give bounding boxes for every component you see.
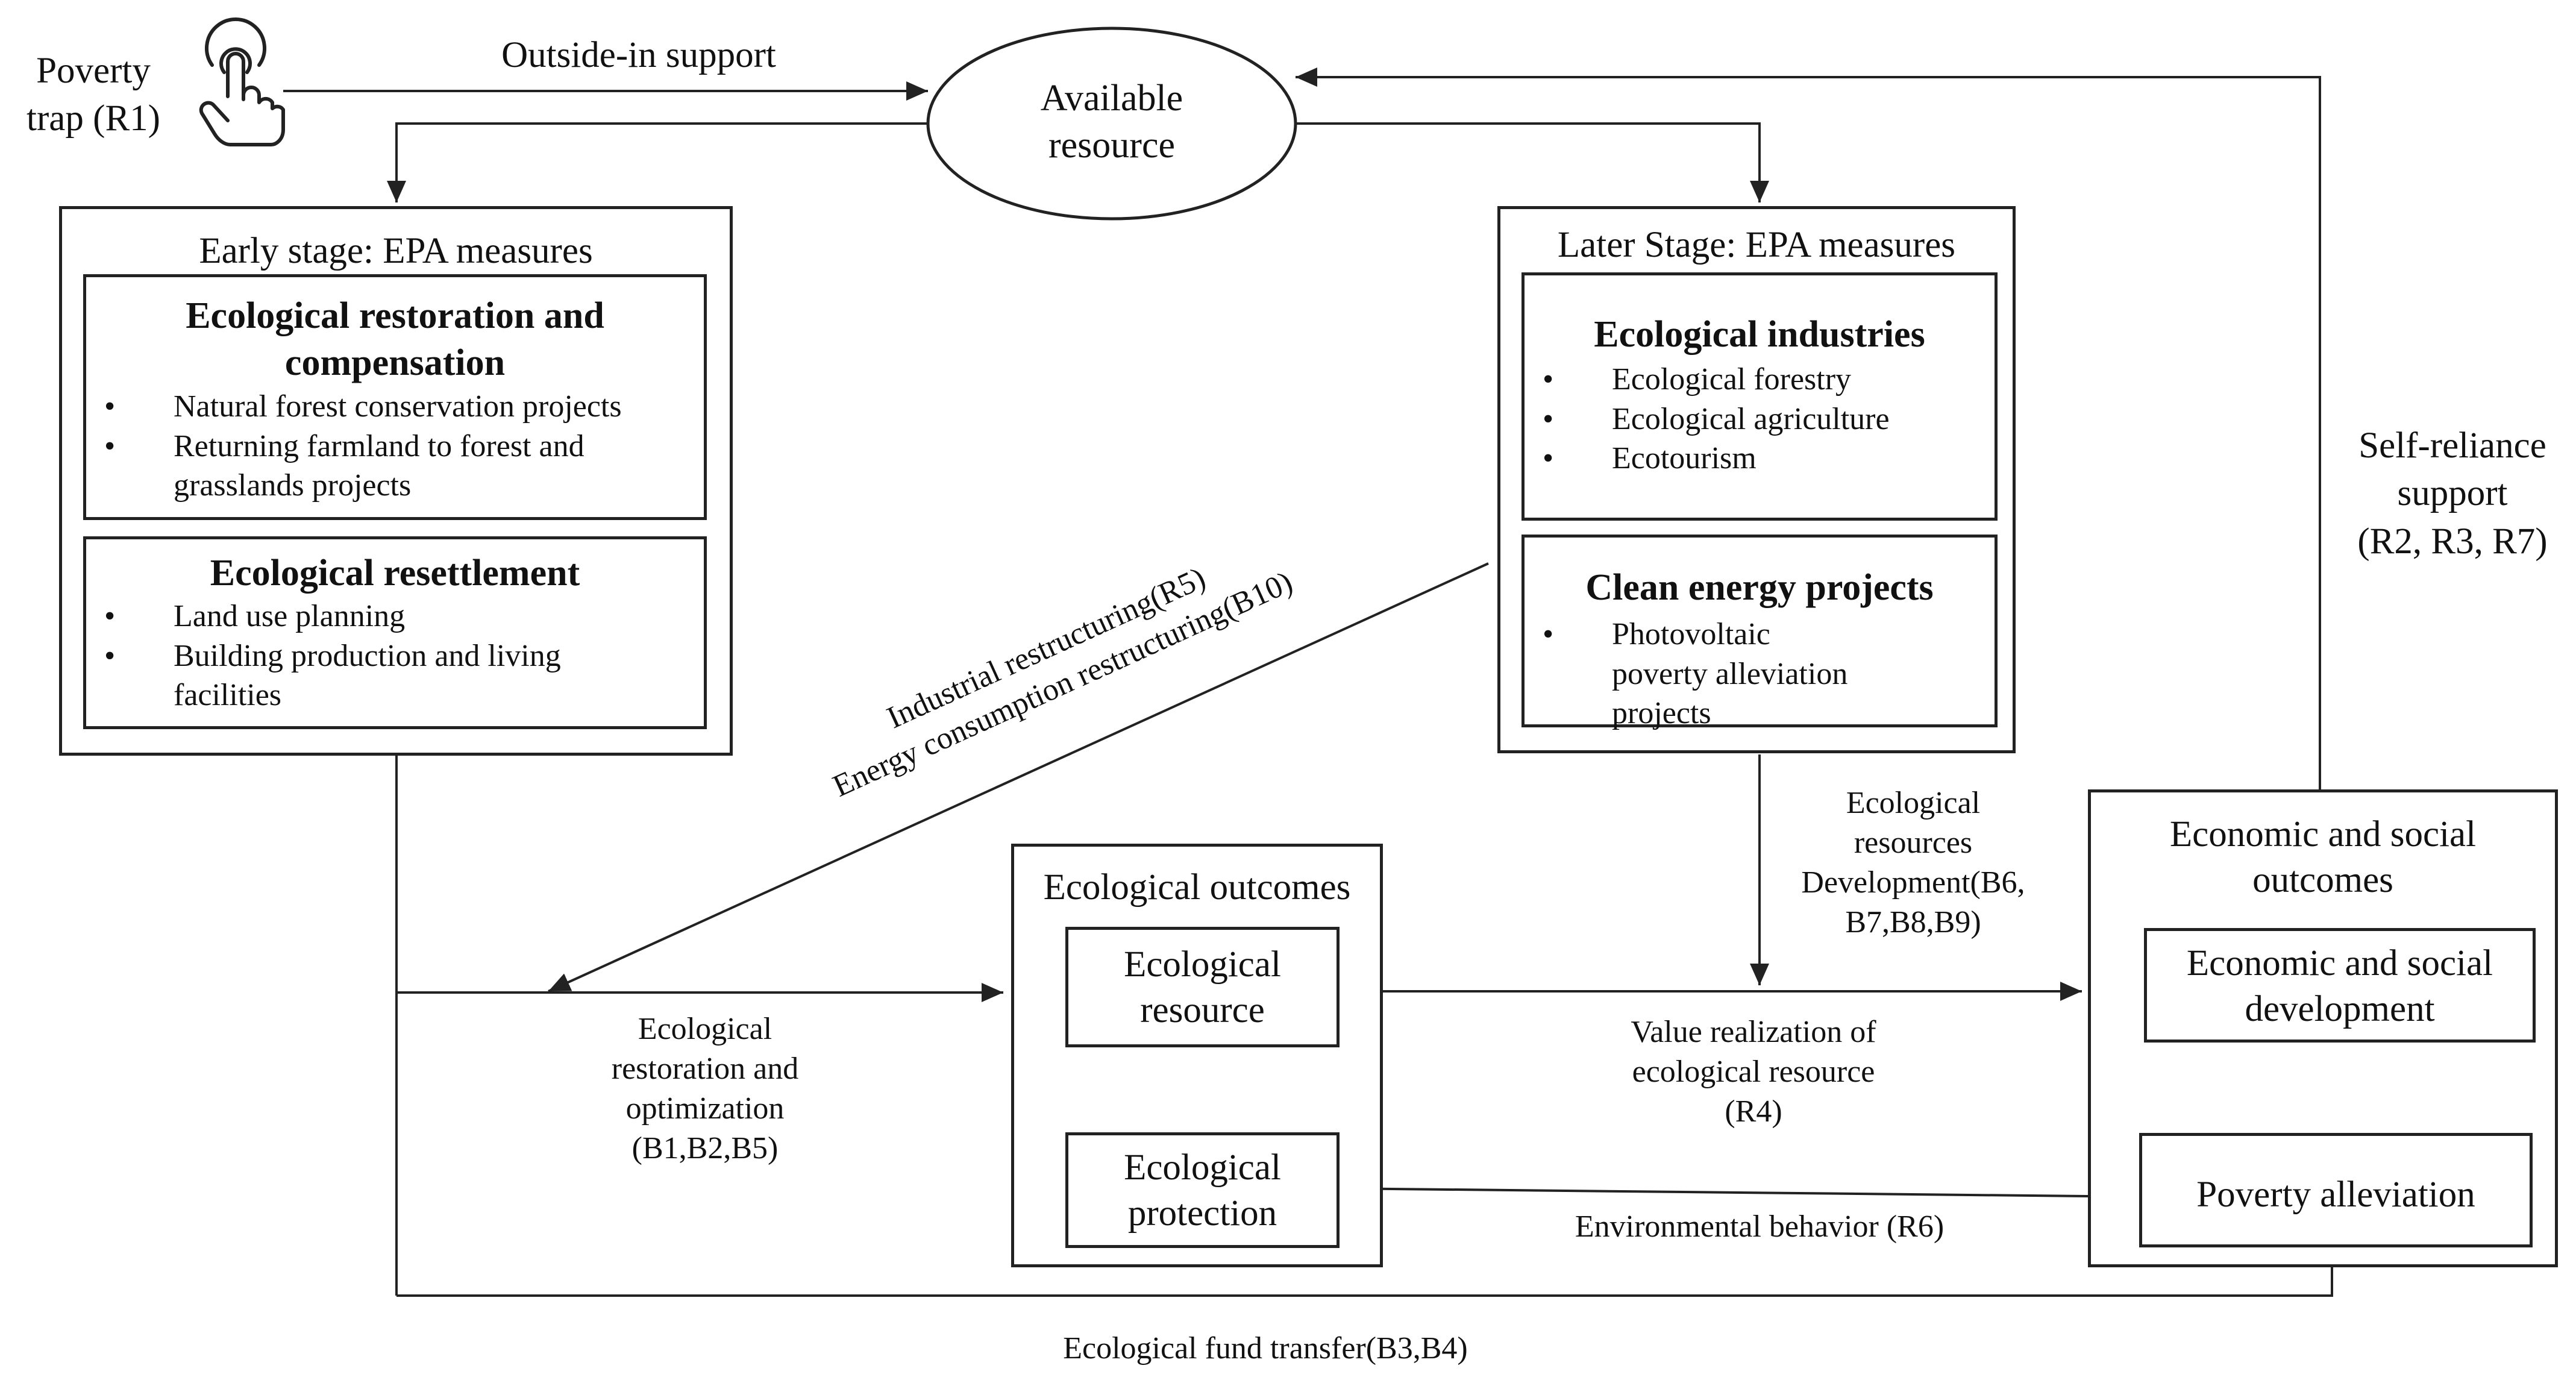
self-reliance-line3: (R2, R3, R7): [2357, 521, 2548, 562]
economic-outcomes-line2: outcomes: [2252, 860, 2393, 901]
economic-development-line1: Economic and social: [2186, 943, 2493, 983]
economic-outcomes-title: Economic and social outcomes: [2091, 812, 2555, 904]
available-resource-line2: resource: [1048, 124, 1175, 166]
poverty-trap-line2: trap (R1): [27, 98, 160, 139]
restoration-title-line1: Ecological restoration and: [186, 295, 604, 336]
ecological-protection-text: Ecological protection: [1068, 1145, 1337, 1237]
ecological-outcomes-box: Ecological outcomes Ecological resource …: [1011, 844, 1383, 1267]
later-stage-title: Later Stage: EPA measures: [1557, 225, 1956, 265]
restoration-optimization-label: Ecological restoration and optimization …: [554, 1009, 856, 1168]
environmental-behavior-arrow: [1334, 1179, 2089, 1199]
ecological-protection-line2: protection: [1127, 1193, 1277, 1234]
early-stage-box: Early stage: EPA measures Ecological res…: [59, 206, 733, 756]
clean-energy-box: Clean energy projects Photovoltaic pover…: [1521, 535, 1998, 730]
clean-energy-item: Photovoltaic poverty alleviation project…: [1525, 615, 1862, 733]
self-reliance-line1: Self-reliance: [2358, 425, 2546, 466]
resettlement-title: Ecological resettlement: [210, 553, 580, 594]
value-realization-line2: ecological resource: [1632, 1055, 1875, 1090]
poverty-trap-line1: Poverty: [36, 51, 151, 91]
restoration-title: Ecological restoration and compensation: [86, 293, 704, 386]
self-reliance-line2: support: [2397, 473, 2508, 514]
economic-outcomes-box: Economic and social outcomes Economic an…: [2088, 789, 2558, 1267]
resettlement-list: Land use planning Building production an…: [86, 597, 695, 715]
poverty-alleviation-box: Poverty alleviation: [2139, 1133, 2533, 1247]
economic-outcomes-line1: Economic and social: [2169, 814, 2477, 855]
restoration-optimization-line4: (B1,B2,B5): [631, 1131, 779, 1166]
self-reliance-support-label: Self-reliance support (R2, R3, R7): [2338, 422, 2567, 565]
resource-development-line4: B7,B8,B9): [1845, 905, 1981, 940]
ecological-protection-line1: Ecological: [1124, 1147, 1281, 1188]
poverty-trap-label: Poverty trap (R1): [12, 47, 175, 143]
ecological-resource-line2: resource: [1140, 990, 1265, 1031]
available-resource-line1: Available: [1040, 78, 1183, 119]
available-resource-label: Available resource: [952, 75, 1271, 169]
value-realization-line1: Value realization of: [1631, 1015, 1876, 1049]
ecological-protection-box: Ecological protection: [1065, 1132, 1340, 1248]
clean-energy-list: Photovoltaic poverty alleviation project…: [1525, 615, 1862, 733]
resource-development-line3: Development(B6,: [1801, 865, 2025, 900]
ecological-industries-box: Ecological industries Ecological forestr…: [1521, 272, 1998, 521]
resettlement-box: Ecological resettlement Land use plannin…: [83, 536, 707, 729]
restoration-item: Returning farmland to forest and grassla…: [86, 427, 695, 506]
later-stage-box: Later Stage: EPA measures Ecological ind…: [1497, 206, 2016, 753]
ecological-outcomes-title: Ecological outcomes: [1043, 867, 1351, 908]
ecological-resource-box: Ecological resource: [1065, 927, 1340, 1047]
industries-list: Ecological forestry Ecological agricultu…: [1525, 360, 1995, 478]
restoration-optimization-line3: optimization: [625, 1091, 785, 1126]
outside-in-support-label: Outside-in support: [501, 35, 776, 75]
ecological-resource-text: Ecological resource: [1068, 942, 1337, 1034]
early-stage-title: Early stage: EPA measures: [199, 231, 593, 271]
industries-item: Ecological agriculture: [1525, 400, 1995, 439]
economic-development-line2: development: [2245, 989, 2435, 1030]
restoration-optimization-line2: restoration and: [611, 1052, 799, 1087]
resettlement-item: Land use planning: [86, 597, 695, 636]
restoration-item: Natural forest conservation projects: [86, 387, 695, 427]
ecological-industries-title: Ecological industries: [1594, 314, 1925, 355]
to-later-stage-arrow: [1296, 122, 1769, 202]
restoration-optimization-line1: Ecological: [638, 1012, 772, 1046]
resource-development-line1: Ecological: [1846, 786, 1981, 820]
resource-development-label: Ecological resources Development(B6, B7,…: [1750, 783, 2076, 942]
economic-development-box: Economic and social development: [2144, 928, 2536, 1043]
fund-transfer-label: Ecological fund transfer(B3,B4): [1063, 1331, 1468, 1366]
environmental-behavior-label: Environmental behavior (R6): [1575, 1209, 1945, 1244]
clean-energy-title: Clean energy projects: [1585, 567, 1934, 608]
restoration-compensation-box: Ecological restoration and compensation …: [83, 274, 707, 520]
resource-development-line2: resources: [1854, 826, 1973, 861]
to-early-stage-arrow: [387, 122, 928, 202]
restoration-title-line2: compensation: [284, 342, 506, 383]
poverty-alleviation-text: Poverty alleviation: [2196, 1174, 2475, 1215]
industries-item: Ecotourism: [1525, 439, 1995, 478]
restoration-list: Natural forest conservation projects Ret…: [86, 387, 695, 506]
value-realization-label: Value realization of ecological resource…: [1555, 1012, 1952, 1132]
restructuring-arrow: [548, 562, 1489, 993]
tap-hand-icon: [199, 17, 285, 146]
ecological-resource-line1: Ecological: [1124, 944, 1281, 985]
industries-item: Ecological forestry: [1525, 360, 1995, 400]
economic-development-text: Economic and social development: [2147, 941, 2533, 1033]
value-realization-line3: (R4): [1725, 1094, 1782, 1129]
self-reliance-arrow: [1296, 67, 2321, 789]
resettlement-item: Building production and living facilitie…: [86, 636, 695, 715]
